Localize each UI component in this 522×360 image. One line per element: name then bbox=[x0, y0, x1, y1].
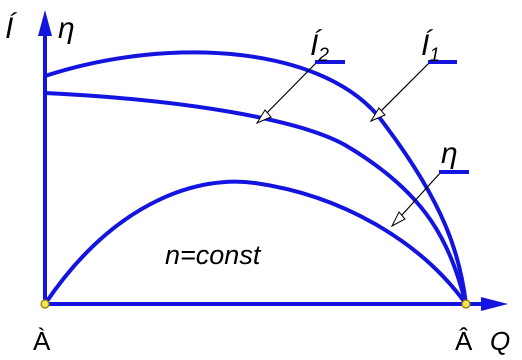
head-curve-2-label-sub: 2 bbox=[317, 45, 329, 66]
origin-point-marker bbox=[40, 299, 50, 309]
endpoint-label: Â bbox=[455, 326, 473, 356]
endpoint-point-marker bbox=[461, 299, 471, 309]
origin-label: À bbox=[33, 326, 51, 356]
leader-arrow-efficiency bbox=[390, 211, 406, 228]
efficiency-curve bbox=[43, 179, 468, 306]
x-axis-label: Q bbox=[490, 326, 510, 356]
head-curve-2-label: Í2 bbox=[310, 29, 329, 66]
efficiency-curve-label: η bbox=[441, 137, 458, 170]
head-curve-1-label-sub: 1 bbox=[429, 45, 440, 66]
head-curve-2 bbox=[44, 91, 468, 305]
y-axis-arrowhead bbox=[38, 10, 52, 36]
head-curve-1-label: Í1 bbox=[421, 29, 440, 66]
y-axis-label-head: Í bbox=[5, 12, 18, 45]
leader-arrow-head-1 bbox=[369, 107, 386, 123]
y-axis-label-efficiency: η bbox=[58, 12, 75, 45]
speed-annotation: n=const bbox=[165, 240, 262, 270]
head-curve-1 bbox=[44, 50, 468, 305]
x-axis-arrowhead bbox=[481, 297, 508, 311]
leader-arrow-head-2 bbox=[255, 109, 272, 125]
